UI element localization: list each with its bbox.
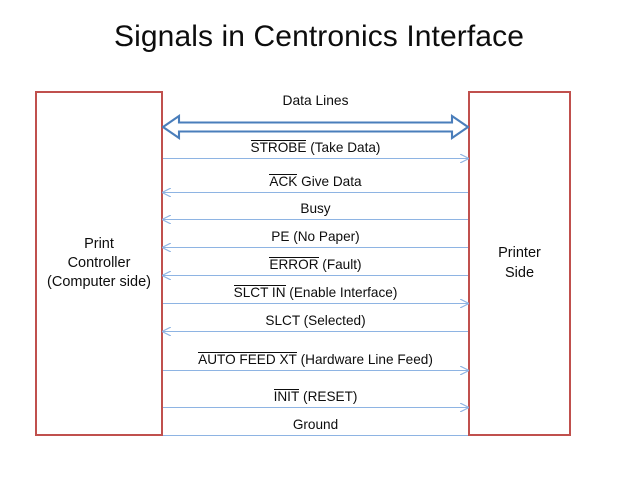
signal-label-error: ERROR (Fault): [163, 256, 468, 272]
print-controller-label: Print Controller (Computer side): [47, 235, 151, 291]
signal-label-ack: ACK Give Data: [163, 173, 468, 189]
arrow-left-icon: [162, 242, 171, 252]
print-controller-box: Print Controller (Computer side): [35, 91, 163, 436]
signal-lines-group: Data Lines STROBE (Take Data) ACK Give Da…: [162, 91, 469, 436]
arrow-left-icon: [162, 214, 171, 224]
arrow-right-icon: [460, 402, 469, 412]
plain-text: (Enable Interface): [285, 284, 398, 300]
plain-text: (RESET): [299, 388, 358, 404]
signal-line: [163, 370, 468, 371]
signal-line: [163, 158, 468, 159]
signal-line: [163, 247, 468, 248]
signal-line: [163, 407, 468, 408]
plain-text: Ground: [292, 416, 339, 432]
arrow-left-icon: [162, 270, 171, 280]
data-lines-label: Data Lines: [282, 93, 349, 108]
overline-text: SLCT IN: [233, 284, 286, 300]
arrow-left-icon: [162, 187, 171, 197]
arrow-right-icon: [460, 153, 469, 163]
signal-label-pe: PE (No Paper): [163, 228, 468, 244]
arrow-right-icon: [460, 365, 469, 375]
signal-label-strobe: STROBE (Take Data): [163, 139, 468, 155]
signal-label-slct-in: SLCT IN (Enable Interface): [163, 284, 468, 300]
plain-text: Busy: [300, 200, 331, 216]
signal-line: [163, 275, 468, 276]
arrow-left-icon: [162, 326, 171, 336]
signal-label-busy: Busy: [163, 200, 468, 216]
plain-text: Give Data: [297, 173, 362, 189]
printer-side-box: Printer Side: [468, 91, 571, 436]
signal-line: [163, 192, 468, 193]
signal-label-auto-feed-xt: AUTO FEED XT (Hardware Line Feed): [163, 351, 468, 367]
plain-text: SLCT (Selected): [265, 312, 366, 328]
signal-line: [163, 303, 468, 304]
overline-text: AUTO FEED XT: [198, 351, 297, 367]
page-title: Signals in Centronics Interface: [114, 20, 524, 53]
plain-text: PE (No Paper): [271, 228, 360, 244]
data-lines-bidirectional-arrow-icon: [162, 113, 469, 141]
arrow-right-icon: [460, 298, 469, 308]
overline-text: ACK: [269, 173, 298, 189]
signal-line: [163, 219, 468, 220]
overline-text: ERROR: [269, 256, 319, 272]
overline-text: STROBE: [250, 139, 307, 155]
signal-label-init: INIT (RESET): [163, 388, 468, 404]
printer-side-label: Printer Side: [498, 245, 541, 281]
plain-text: (Take Data): [306, 139, 381, 155]
signal-line: [163, 331, 468, 332]
signal-line: [163, 435, 468, 436]
plain-text: (Fault): [318, 256, 362, 272]
plain-text: (Hardware Line Feed): [296, 351, 433, 367]
overline-text: INIT: [273, 388, 300, 404]
signal-label-slct: SLCT (Selected): [163, 312, 468, 328]
signal-label-ground: Ground: [163, 416, 468, 432]
